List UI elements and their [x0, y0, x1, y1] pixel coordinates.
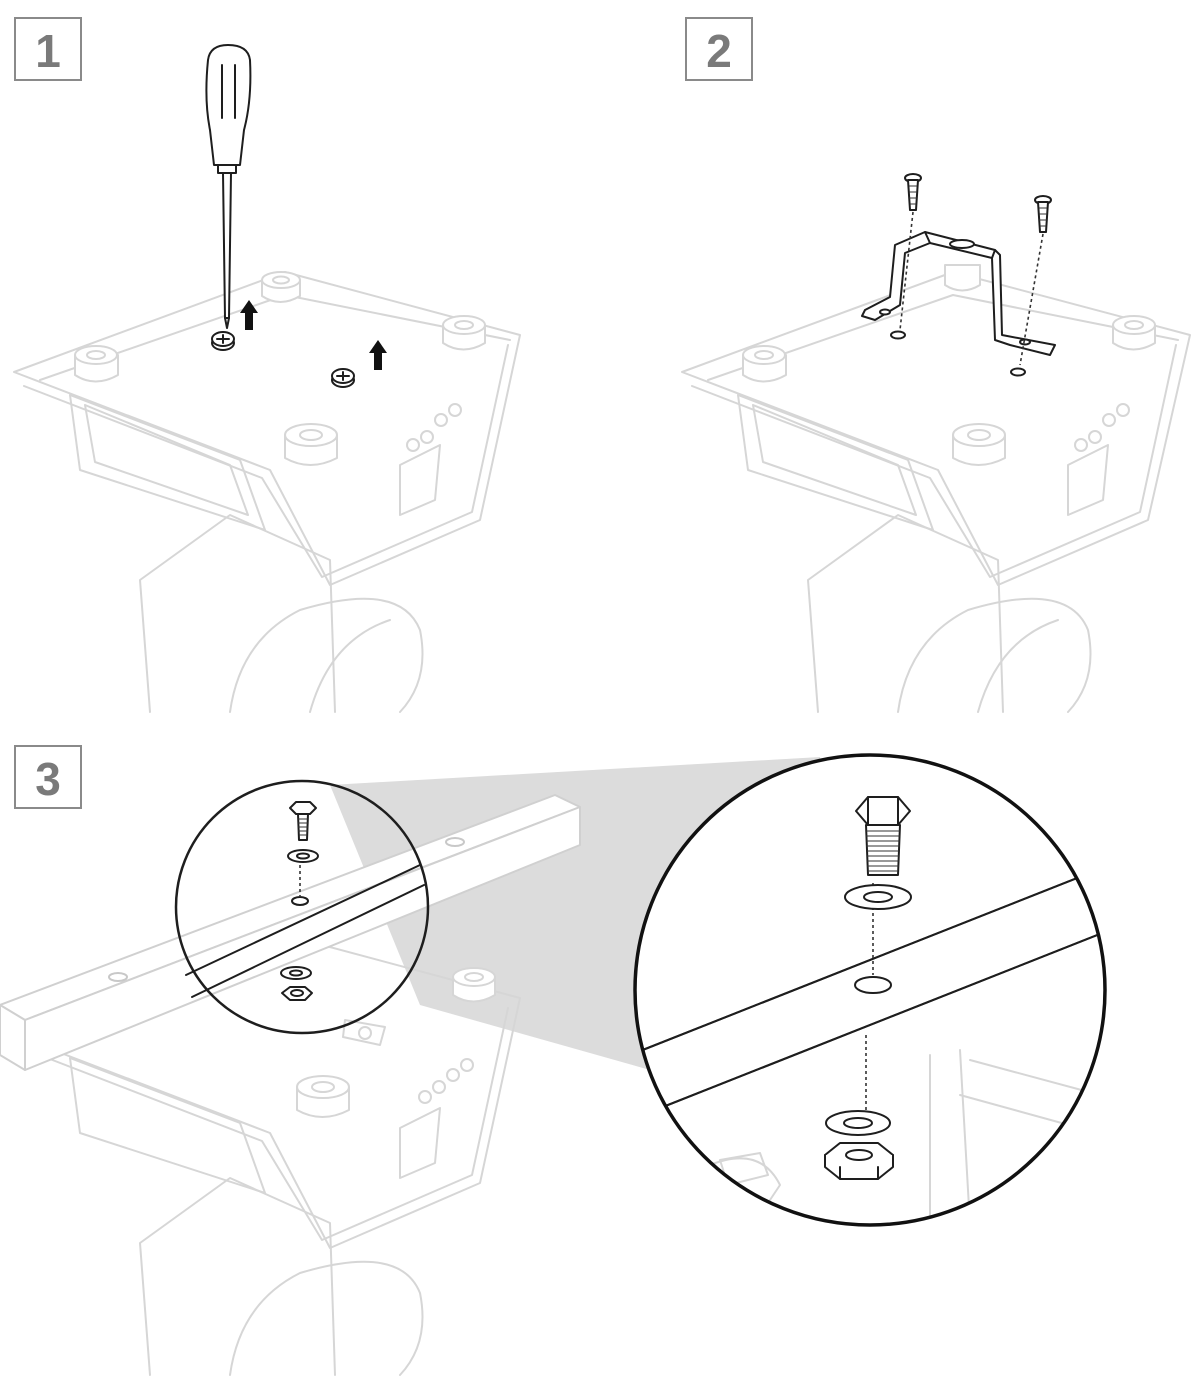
mount-hole: [890, 330, 906, 340]
step-2-badge: 2: [685, 17, 753, 81]
screw-icon: [899, 173, 922, 331]
step-1-illustration: [13, 44, 521, 713]
speaker-base-ghost: [681, 271, 1191, 713]
step-2-illustration: [681, 173, 1191, 713]
step-1-badge: 1: [14, 17, 82, 81]
rubber-feet: [742, 264, 1156, 466]
washer-icon: [825, 1110, 891, 1136]
screwdriver-icon: [205, 44, 252, 329]
bracket-icon: [861, 231, 1056, 356]
speaker-base-ghost: [13, 934, 521, 1376]
arrow-up-icon: [369, 340, 387, 370]
magnifier-circle-icon: [174, 779, 430, 1035]
washer-icon: [844, 884, 912, 910]
arrow-up-icon: [240, 300, 258, 330]
screw-icon: [211, 331, 235, 351]
step-3-badge: 3: [14, 745, 82, 809]
rubber-feet: [74, 271, 486, 466]
rail-beam: [0, 794, 581, 1071]
screw-icon: [1019, 195, 1052, 366]
speaker-base-ghost: [13, 271, 521, 713]
nut-icon: [281, 986, 313, 1001]
mount-hole: [1010, 367, 1026, 377]
nut-icon: [824, 1142, 894, 1180]
bolt-icon: [289, 801, 317, 841]
bolt-icon: [855, 796, 911, 876]
magnifier-circle-icon: [633, 753, 1107, 1227]
screw-icon: [331, 368, 355, 388]
step-3-illustration: [0, 753, 1107, 1376]
